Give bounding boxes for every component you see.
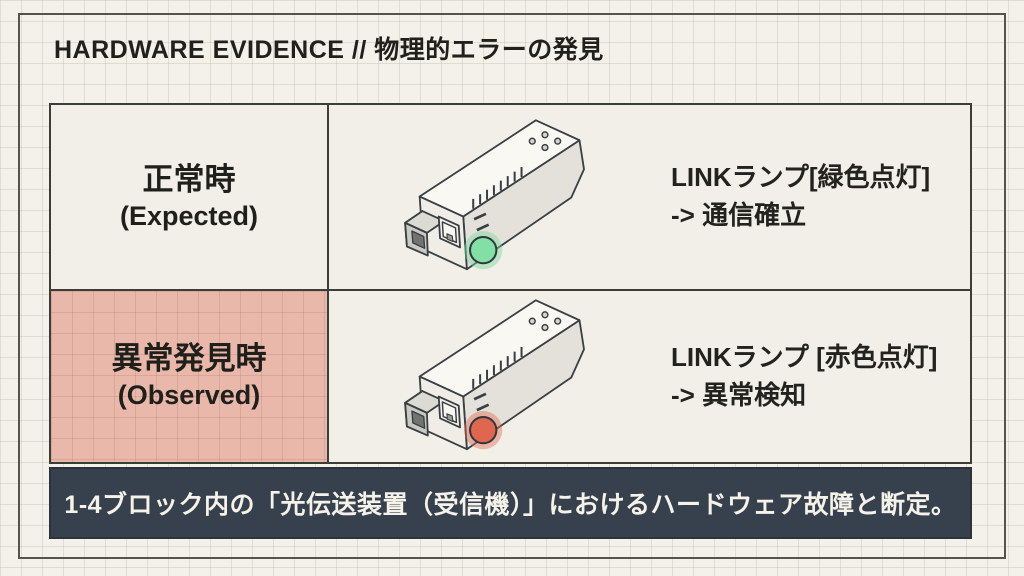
transceiver-illustration-error — [403, 298, 586, 451]
label-expected-sub: (Expected) — [119, 200, 259, 231]
content-cell-observed: LINKランプ [赤色点灯] -> 異常検知 — [329, 291, 970, 462]
label-observed-main: 異常発見時 — [111, 341, 267, 377]
content-cell-expected: LINKランプ[緑色点灯] -> 通信確立 — [329, 105, 970, 289]
desc-observed: LINKランプ [赤色点灯] -> 異常検知 — [671, 339, 937, 414]
desc-observed-line2: -> 異常検知 — [671, 379, 807, 410]
desc-expected-line2: -> 通信確立 — [671, 200, 807, 230]
page-title: HARDWARE EVIDENCE // 物理的エラーの発見 — [54, 36, 604, 64]
label-expected-main: 正常時 — [142, 161, 236, 197]
label-cell-expected: 正常時 (Expected) — [51, 105, 329, 289]
transceiver-illustration-normal — [403, 118, 586, 271]
table-row-observed: 異常発見時 (Observed) LINKランプ [赤色点灯] -> 異常検知 — [51, 289, 970, 462]
table-row-expected: 正常時 (Expected) LINKランプ[緑色点灯] -> 通信確立 — [51, 105, 970, 289]
conclusion-text: 1-4ブロック内の「光伝送装置（受信機）」におけるハードウェア故障と断定。 — [64, 491, 957, 519]
evidence-table: 正常時 (Expected) LINKランプ[緑色点灯] -> 通信確立 異常発… — [49, 103, 972, 464]
link-led-green — [469, 235, 498, 265]
desc-observed-line1: LINKランプ [赤色点灯] — [671, 341, 938, 372]
desc-expected: LINKランプ[緑色点灯] -> 通信確立 — [671, 159, 930, 234]
label-observed-sub: (Observed) — [117, 380, 261, 410]
conclusion-banner: 1-4ブロック内の「光伝送装置（受信機）」におけるハードウェア故障と断定。 — [49, 467, 972, 539]
desc-expected-line1: LINKランプ[緑色点灯] — [671, 162, 931, 193]
label-cell-observed: 異常発見時 (Observed) — [51, 291, 329, 462]
link-led-red — [469, 415, 498, 444]
